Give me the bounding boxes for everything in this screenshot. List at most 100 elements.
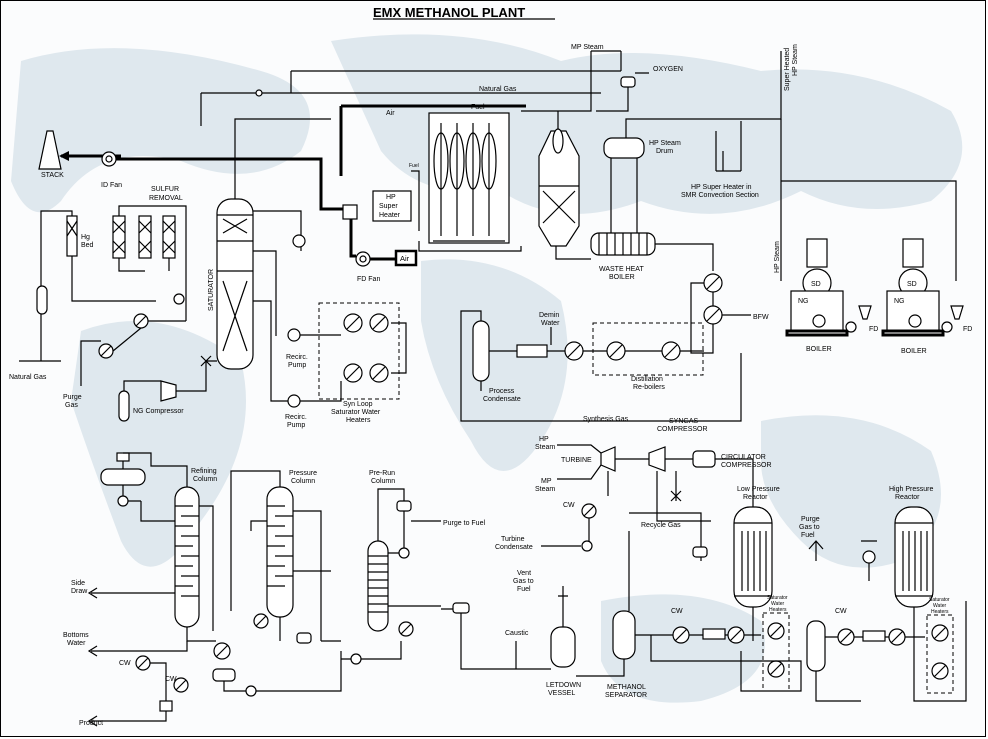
boiler-1-label: BOILER: [806, 346, 832, 353]
refining-col-label-1: Refining: [191, 468, 217, 475]
oxygen-label: OXYGEN: [653, 66, 683, 73]
syn-loop-label-2: Saturator Water: [331, 409, 381, 416]
turbine-label: TURBINE: [561, 457, 592, 464]
pressure-column: Pressure Column: [266, 470, 317, 618]
mp-steam-turb-label-1: MP: [541, 478, 552, 485]
circ-comp-label-1: CIRCULATOR: [721, 454, 766, 461]
sat-water-heaters-b-box: [926, 614, 954, 694]
syn-loop-heaters: [343, 313, 389, 383]
world-map-background: [11, 34, 963, 703]
hp-sh-smr-label-2: SMR Convection Section: [681, 192, 759, 199]
condensate-pump: [581, 540, 593, 552]
mp-steam-turb-label-2: Steam: [535, 486, 555, 493]
circulator-compressor: [692, 450, 716, 468]
sat-water-heaters-a-label-2: Water: [771, 601, 784, 607]
turbine: TURBINE: [561, 446, 616, 472]
hp-separator: [806, 620, 826, 672]
distillation-label-2: Re-boilers: [633, 384, 665, 391]
cw-5-label: CW: [165, 676, 177, 683]
cw-3-label: CW: [835, 608, 847, 615]
hg-bed: Hg Bed: [66, 215, 94, 257]
hp-superheater-smr: HP Super Heater in SMR Convection Sectio…: [681, 118, 761, 199]
fuel-top-label: Fuel: [471, 104, 485, 111]
recirc-pump-2-label-b: Pump: [287, 422, 305, 429]
syn-loop-heaters-box: [318, 302, 400, 400]
sat-water-heaters-b-label-2: Water: [933, 603, 946, 609]
process-condensate-label-1: Process: [489, 388, 515, 395]
boiler-1: SD NG FD BOILER: [785, 238, 878, 353]
side-draw-label-2: Draw: [71, 588, 88, 595]
ng-1-label: NG: [798, 298, 809, 305]
natural-gas-top-label: Natural Gas: [479, 86, 517, 93]
turbine-condensate-label-2: Condensate: [495, 544, 533, 551]
reformer-tubes: [428, 112, 510, 244]
syngas-comp-label-1: SYNGAS: [669, 418, 699, 425]
ng-2-label: NG: [894, 298, 905, 305]
ng-compressor-label: NG Compressor: [133, 408, 184, 415]
vent-gas-label-2: Gas to: [513, 578, 534, 585]
hp-filter: [862, 630, 886, 642]
hp-steam-turb-label-2: Steam: [535, 444, 555, 451]
fd-2-label: FD: [963, 326, 972, 333]
product-label: Product: [79, 720, 103, 727]
high-pressure-reactor: High Pressure Reactor: [889, 486, 934, 608]
super-heated-hp-steam-label-1: Super Heated: [784, 48, 791, 91]
caustic-label: Caustic: [505, 630, 529, 637]
methanol-sep-label-2: SEPARATOR: [605, 692, 647, 699]
lp-filter: [702, 628, 726, 640]
demin-water-label-1: Demin: [539, 312, 559, 319]
waste-heat-boiler: WASTE HEAT BOILER: [590, 232, 656, 281]
pressure-column-valve: [296, 632, 312, 644]
natural-gas-knockout: [36, 285, 48, 315]
syngas-compressor: [648, 446, 666, 472]
lp-reactor-label-1: Low Pressure: [737, 486, 780, 493]
secondary-reformer: [538, 128, 580, 247]
circ-comp-label-2: COMPRESSOR: [721, 462, 772, 469]
synthesis-gas-label: Synthesis Gas: [583, 416, 629, 423]
mp-steam-label: MP Steam: [571, 44, 604, 51]
demin-filter: [516, 344, 548, 358]
hp-steam-drum-label-1: HP Steam: [649, 140, 681, 147]
hp-steam-vertical-label: HP Steam: [774, 241, 781, 273]
vent-gas-label-1: Vent: [517, 570, 531, 577]
purge-fuel-label-1: Purge: [801, 516, 820, 523]
saturator-label: SATURATOR: [208, 269, 215, 311]
air-box-label: Air: [400, 254, 410, 263]
purge-to-fuel-label: Purge to Fuel: [443, 520, 485, 527]
letdown-label-1: LETDOWN: [546, 682, 581, 689]
letdown-vessel: LETDOWN VESSEL: [546, 586, 581, 697]
methanol-sep-label-1: METHANOL: [607, 684, 646, 691]
hp-super-heater-label-2: Super: [379, 203, 398, 210]
recirc-pump-1-label-b: Pump: [288, 362, 306, 369]
sd-2-label: SD: [907, 281, 917, 288]
hp-sh-smr-label-1: HP Super Heater in: [691, 184, 752, 191]
page-title: EMX METHANOL PLANT: [373, 5, 525, 20]
hp-reactor-label-2: Reactor: [895, 494, 920, 501]
prerun-reflux-pump: [398, 547, 410, 559]
stack: STACK: [38, 130, 64, 179]
fd-fan-label: FD Fan: [357, 276, 380, 283]
feed-pump: [173, 293, 185, 305]
recirc-pump-2-label-a: Recirc.: [285, 414, 307, 421]
sulfur-removal-label-1: SULFUR: [151, 186, 179, 193]
bottoms-water-label-1: Bottoms: [63, 632, 89, 639]
feed-pump-prerun: [350, 653, 362, 665]
product-filter: [159, 700, 173, 712]
valve-top: [255, 89, 263, 97]
bottoms-water-label-2: Water: [67, 640, 86, 647]
prerun-col-label-2: Column: [371, 478, 395, 485]
process-condensate-label-2: Condensate: [483, 396, 521, 403]
purge-fuel-label-3: Fuel: [801, 532, 815, 539]
id-fan-label: ID Fan: [101, 182, 122, 189]
recycle-gas-label: Recycle Gas: [641, 522, 681, 529]
fd-fan: FD Fan: [355, 251, 380, 283]
prerun-col-label-1: Pre-Run: [369, 470, 395, 477]
damper: [342, 204, 358, 220]
air-top-label: Air: [386, 110, 395, 117]
hg-bed-label-1: Hg: [81, 234, 90, 241]
purge-gas-label-2: Gas: [65, 402, 78, 409]
distillation-label-1: Distillation: [631, 376, 663, 383]
hp-steam-turb-label-1: HP: [539, 436, 549, 443]
